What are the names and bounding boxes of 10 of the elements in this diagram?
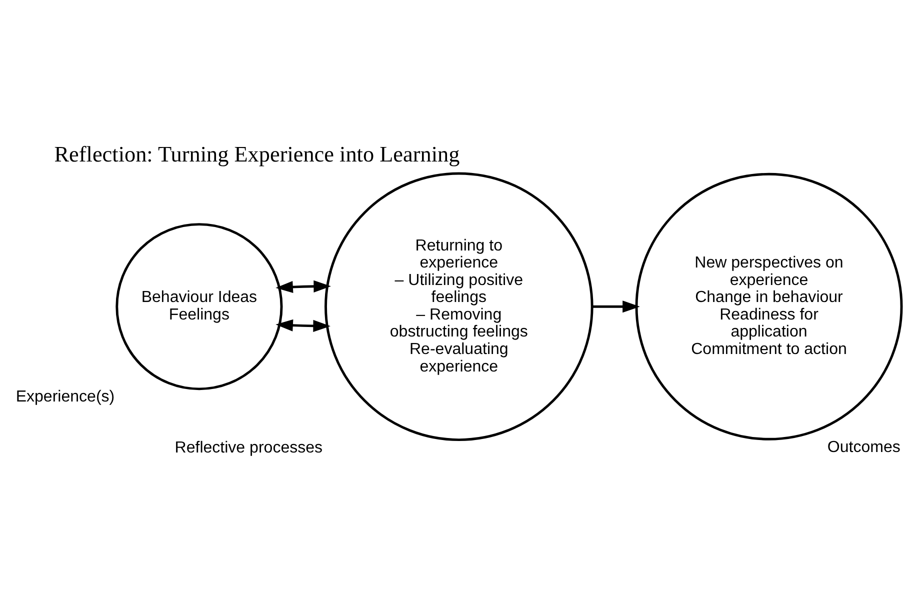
node-circle: Returning to experience – Utilizing positive feelings – Removing obstructing feelings Re-evaluating experience	[324, 172, 594, 442]
arrow	[592, 300, 640, 313]
node-label: Reflective processes	[174, 438, 323, 457]
arrow	[276, 280, 331, 294]
node-label: Outcomes	[827, 438, 900, 456]
arrow	[276, 319, 330, 332]
node-label: Experience(s)	[16, 388, 115, 406]
node-circle: Behaviour Ideas Feelings	[116, 223, 283, 390]
diagram-title: Reflection: Turning Experience into Learning	[54, 142, 460, 167]
node-circle: New perspectives on experience Change in behaviour Readiness for application Commitment to action	[635, 172, 903, 440]
